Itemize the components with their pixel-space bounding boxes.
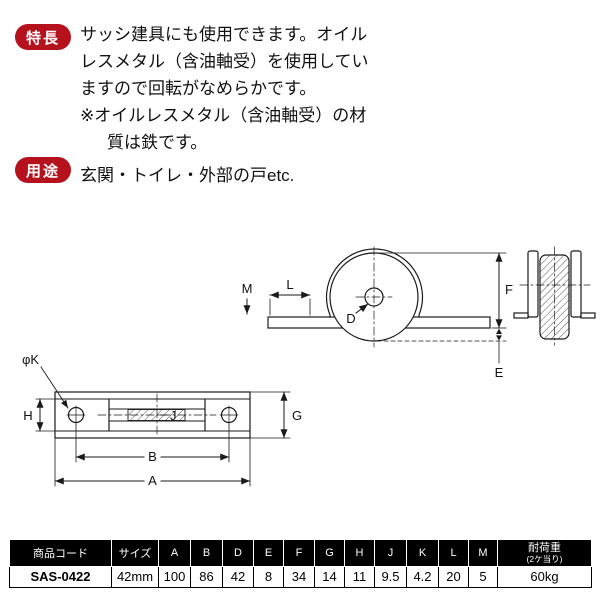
spec-header-dim: F [283,539,315,567]
plan-view [35,366,291,487]
dim-label-e: E [495,365,504,380]
side-view [513,246,596,346]
dim-label-b: B [148,449,157,464]
dim-label-l: L [286,277,293,292]
spec-cell-dim: 5 [468,565,498,588]
spec-cell-dim: 9.5 [374,565,407,588]
spec-header-dim: A [158,539,191,567]
spec-header-load-sub: (2ケ当り) [526,554,563,565]
spec-cell-dim: 34 [283,565,315,588]
spec-cell-dim: 20 [438,565,469,588]
dim-label-j: J [170,408,177,423]
spec-header-dim: L [438,539,469,567]
features-line: 質は鉄です。 [107,133,208,152]
spec-table: 商品コード サイズ A B D E F G H J K L M 耐荷重 (2ケ当… [9,539,592,588]
dim-label-h: H [23,408,32,423]
spec-cell-size: 42mm [111,565,159,588]
front-view [243,246,507,364]
features-line: レスメタル（含油軸受）を使用してい [80,52,369,71]
dim-label-g: G [292,408,302,423]
spec-cell-dim: 14 [314,565,345,588]
spec-cell-load: 60kg [497,565,592,588]
spec-header-dim: E [253,539,284,567]
spec-cell-dim: 11 [344,565,375,588]
spec-header-row: 商品コード サイズ A B D E F G H J K L M 耐荷重 (2ケ当… [9,539,592,567]
technical-drawing: M L D F E [22,246,596,488]
spec-header-dim: B [190,539,223,567]
spec-cell-dim: 42 [222,565,254,588]
spec-header-dim: K [406,539,439,567]
spec-header-dim: H [344,539,375,567]
spec-header-load-main: 耐荷重 [528,542,561,554]
dim-label-d: D [346,311,355,326]
spec-header-dim: G [314,539,345,567]
spec-header-size: サイズ [111,539,159,567]
dim-label-f: F [505,282,513,297]
spec-cell-dim: 100 [158,565,191,588]
spec-header-code: 商品コード [9,539,112,567]
usage-text: 玄関・トイレ・外部の戸etc. [80,166,295,185]
dim-label-phik: φK [22,352,39,367]
spec-header-dim: M [468,539,498,567]
usage-badge: 用途 [15,157,71,183]
spec-header-dim: D [222,539,254,567]
dim-label-a: A [148,473,157,488]
spec-cell-code: SAS-0422 [9,565,112,588]
features-badge: 特長 [15,24,71,50]
dim-label-m: M [242,281,253,296]
features-text: サッシ建具にも使用できます。オイル レスメタル（含油軸受）を使用してい ますので… [80,21,369,156]
spec-cell-dim: 86 [190,565,223,588]
spec-header-load: 耐荷重 (2ケ当り) [497,539,592,567]
spec-cell-dim: 4.2 [406,565,439,588]
features-line: サッシ建具にも使用できます。オイル [80,25,368,44]
spec-cell-dim: 8 [253,565,284,588]
features-line: ますので回転がなめらかです。 [80,79,317,98]
spec-header-dim: J [374,539,407,567]
features-line: ※オイルレスメタル（含油軸受）の材 [80,106,367,125]
spec-data-row: SAS-0422 42mm 100 86 42 8 34 14 11 9.5 4… [9,565,592,588]
